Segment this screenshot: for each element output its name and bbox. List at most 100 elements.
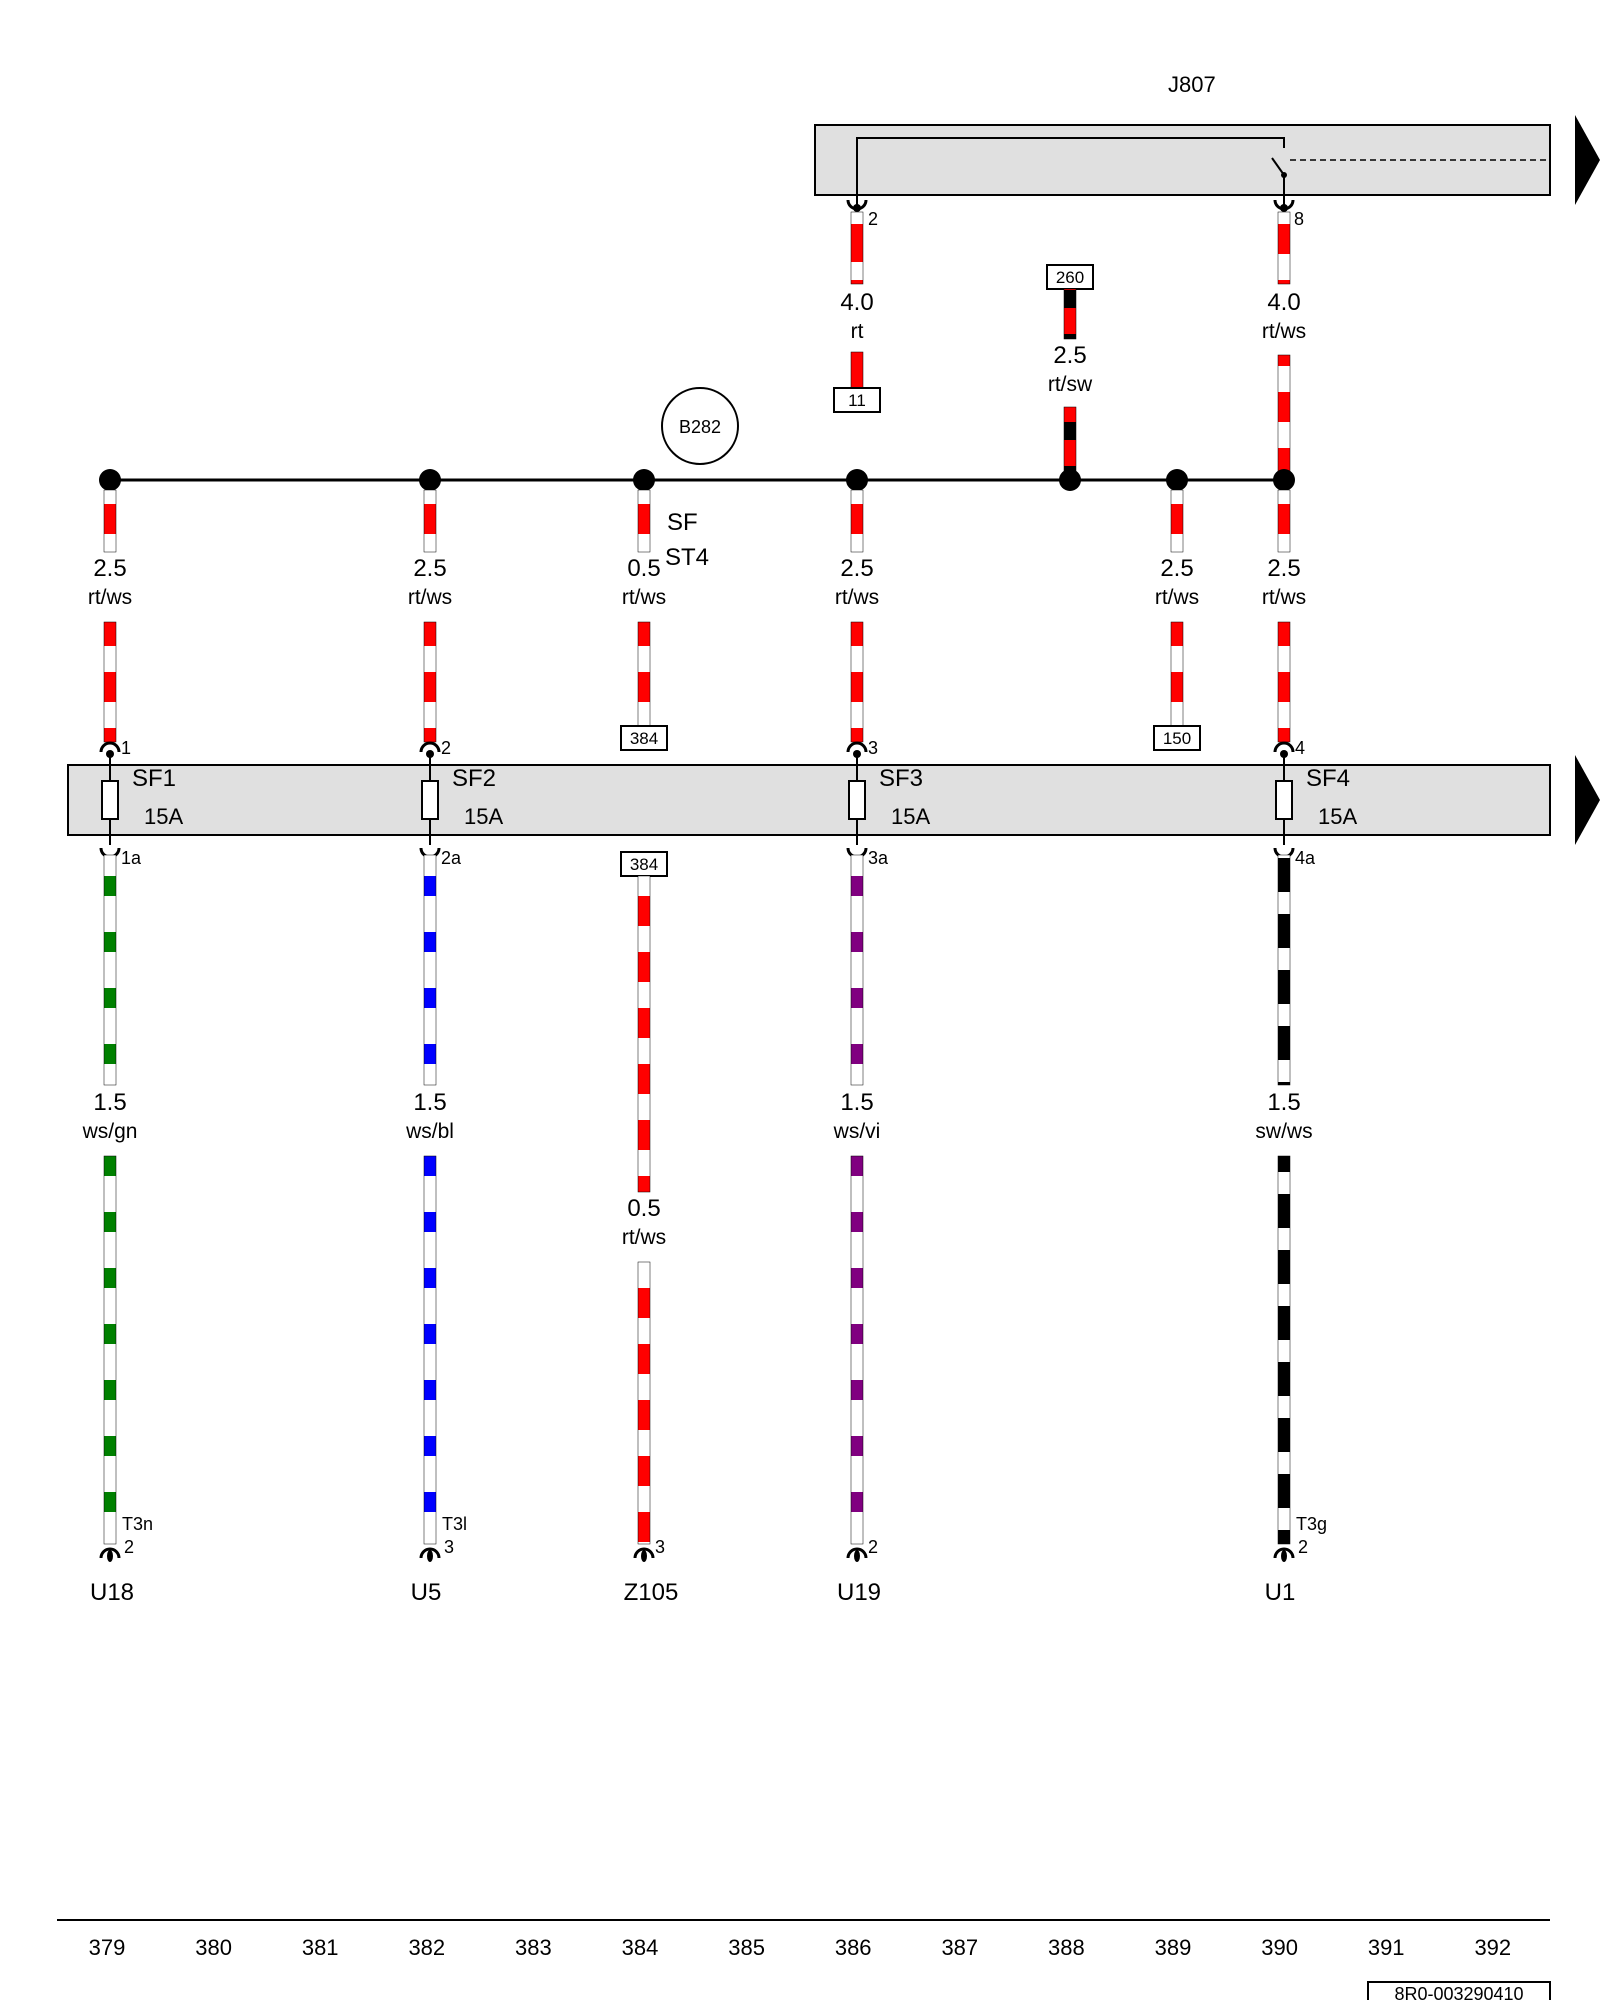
connector-socket-icon (419, 1547, 441, 1559)
connector-pin-icon (427, 1550, 433, 1562)
lower-wire-u19: 1.5 ws/vi 2 U19 (833, 854, 881, 1606)
pin-label: 3 (868, 738, 878, 758)
j807-housing (814, 124, 1551, 196)
pin-label: 3 (444, 1537, 454, 1557)
wire-color: rt/sw (1048, 373, 1093, 396)
fuse-symbol-icon (848, 780, 866, 820)
continuation-arrow-fuses (1575, 755, 1600, 845)
fuse-rating: 15A (1318, 804, 1357, 829)
connector-socket-icon (1273, 741, 1295, 753)
ruler-label: 381 (302, 1935, 339, 1960)
wire-size: 1.5 (93, 1089, 126, 1116)
continuation-arrow-top (1575, 115, 1600, 205)
ref-box (620, 725, 668, 751)
pin-label: 8 (1294, 209, 1304, 229)
fuse-name: SF1 (132, 765, 176, 792)
ruler-label: 387 (941, 1935, 978, 1960)
fuse-sf3: 3 SF3 15A 3a (846, 738, 930, 868)
connector-socket-icon (846, 741, 868, 753)
connector-pin-icon (641, 1550, 647, 1562)
ruler-label: 391 (1368, 1935, 1405, 1960)
ruler-label: 386 (835, 1935, 872, 1960)
fuse-symbol-icon (421, 780, 439, 820)
lower-wire-z105: 384 0.5 rt/ws 3 Z105 (620, 851, 679, 1606)
ruler-label: 382 (408, 1935, 445, 1960)
ref-number: 11 (848, 391, 866, 410)
wire-size: 1.5 (413, 1089, 446, 1116)
component-label: U18 (90, 1579, 134, 1606)
ruler-label: 389 (1155, 1935, 1192, 1960)
pin-label: 2 (124, 1537, 134, 1557)
wire-color: ws/bl (405, 1120, 454, 1143)
fuse-rating: 15A (464, 804, 503, 829)
wire-size: 4.0 (1267, 289, 1300, 316)
wire-size: 1.5 (1267, 1089, 1300, 1116)
pin-label: 3a (868, 848, 889, 868)
ruler-label: 383 (515, 1935, 552, 1960)
wire-size: 1.5 (840, 1089, 873, 1116)
fuse-panel (67, 764, 1551, 836)
bus-wire-6: 2.5 rt/ws (1262, 489, 1306, 743)
fuse-group-label: SF (667, 509, 698, 536)
connector-pin-icon (1281, 1550, 1287, 1562)
junction-node (419, 469, 441, 491)
pin-label: 2 (1298, 1537, 1308, 1557)
fuse-group-label: ST4 (665, 544, 709, 571)
component-label: U19 (837, 1579, 881, 1606)
ref-box (620, 851, 668, 877)
wire-color: rt/ws (408, 586, 452, 609)
wire-color: rt/ws (835, 586, 879, 609)
ref-number: 260 (1056, 268, 1084, 287)
fuse-name: SF3 (879, 765, 923, 792)
bus-wire-5: 2.5 rt/ws 150 (1153, 489, 1201, 751)
fuse-rating: 15A (144, 804, 183, 829)
j807-switch-pivot (1281, 172, 1287, 178)
wire-size: 0.5 (627, 555, 660, 582)
doc-code-frame (1367, 1981, 1551, 2000)
fuse-rating: 15A (891, 804, 930, 829)
lower-wire-u5: 1.5 ws/bl T3l 3 U5 (405, 854, 467, 1606)
wire-color: rt/ws (1155, 586, 1199, 609)
connector-socket-icon (99, 741, 121, 753)
component-label: U5 (411, 1579, 442, 1606)
fuse-symbol-icon (101, 780, 119, 820)
pin-label: 2 (868, 1537, 878, 1557)
junction-node (1166, 469, 1188, 491)
wire-ref-260: 260 2.5 rt/sw (1046, 264, 1094, 480)
connector-pin-icon (1280, 204, 1288, 212)
junction-node (846, 469, 868, 491)
pin-label: 2 (441, 738, 451, 758)
fuse-sf4: 4 SF4 15A 4a (1273, 738, 1357, 868)
ref-box (1153, 725, 1201, 751)
bus-wire-4: 2.5 rt/ws (835, 489, 879, 743)
doc-code: 8R0-003290410 (1394, 1984, 1523, 2000)
ruler-label: 380 (195, 1935, 232, 1960)
wire-size: 0.5 (627, 1195, 660, 1222)
component-label-b282: B282 (679, 417, 721, 437)
wire-size: 2.5 (1160, 555, 1193, 582)
wire-size: 2.5 (840, 555, 873, 582)
component-label: Z105 (624, 1579, 679, 1606)
fuse-sf2: 2 SF2 15A 2a (419, 738, 503, 868)
wire-color: rt/ws (622, 586, 666, 609)
junction-node (1273, 469, 1295, 491)
b282-circle (661, 387, 739, 465)
ref-number: 150 (1163, 729, 1191, 748)
wire-color: rt/ws (88, 586, 132, 609)
bus-wire-3: SF ST4 0.5 rt/ws 384 (620, 489, 709, 751)
wire-j807-pin2: 2 4.0 rt 11 (833, 199, 881, 413)
wire-size: 2.5 (93, 555, 126, 582)
connector-socket-icon (1273, 1547, 1295, 1559)
wire-size: 2.5 (1267, 555, 1300, 582)
lower-wire-u18: 1.5 ws/gn T3n 2 U18 (82, 854, 153, 1606)
ruler-label: 379 (89, 1935, 126, 1960)
pin-label: 4a (1295, 848, 1316, 868)
pin-label: 4 (1295, 738, 1305, 758)
ruler-label: 392 (1474, 1935, 1511, 1960)
ruler-label: 384 (622, 1935, 659, 1960)
bus-wire-1: 2.5 rt/ws (88, 489, 132, 743)
ref-number: 384 (630, 729, 658, 748)
wire-color: ws/gn (82, 1120, 138, 1143)
